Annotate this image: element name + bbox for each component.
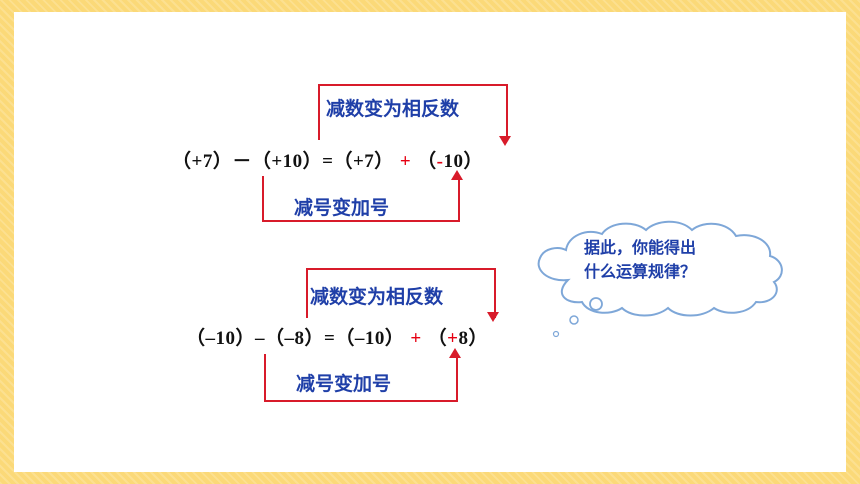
equation-1: （+7）－（+10）=（+7）+（-10） [172, 146, 483, 173]
bottom-label-2: 减号变加号 [296, 373, 392, 395]
top-label-2: 减数变为相反数 [310, 286, 444, 308]
arrow-down-icon [487, 312, 499, 322]
equation-2-open: （ [427, 328, 448, 349]
equation-2-tail: 8） [458, 328, 489, 349]
cloud-line-2: 什么运算规律？ [584, 262, 697, 281]
equation-2-left: （–10）–（–8）=（–10） [186, 328, 405, 349]
thought-cloud-icon [537, 220, 783, 338]
top-label-1: 减数变为相反数 [326, 98, 460, 120]
sign-1: - [436, 151, 444, 172]
equation-1-open: （ [417, 151, 437, 172]
equation-1-tail: 10） [443, 151, 483, 172]
bottom-bracket-2 [264, 354, 458, 402]
bottom-bracket-1 [262, 176, 460, 222]
equation-1-left: （+7）－（+10）=（+7） [172, 151, 394, 172]
bottom-label-1: 减号变加号 [294, 197, 390, 219]
top-bracket-1 [318, 84, 508, 140]
cloud-question: 据此，你能得出 什么运算规律？ [584, 236, 696, 284]
sign-2: + [447, 328, 459, 349]
plus-sign-2: + [410, 328, 422, 349]
arrow-up-icon [451, 170, 463, 180]
equation-2: （–10）–（–8）=（–10）+（+8） [186, 323, 488, 350]
arrow-down-icon [499, 136, 511, 146]
plus-sign-1: + [399, 151, 412, 172]
cloud-line-1: 据此，你能得出 [584, 238, 697, 257]
arrow-up-icon [449, 348, 461, 358]
top-bracket-2 [306, 268, 496, 318]
